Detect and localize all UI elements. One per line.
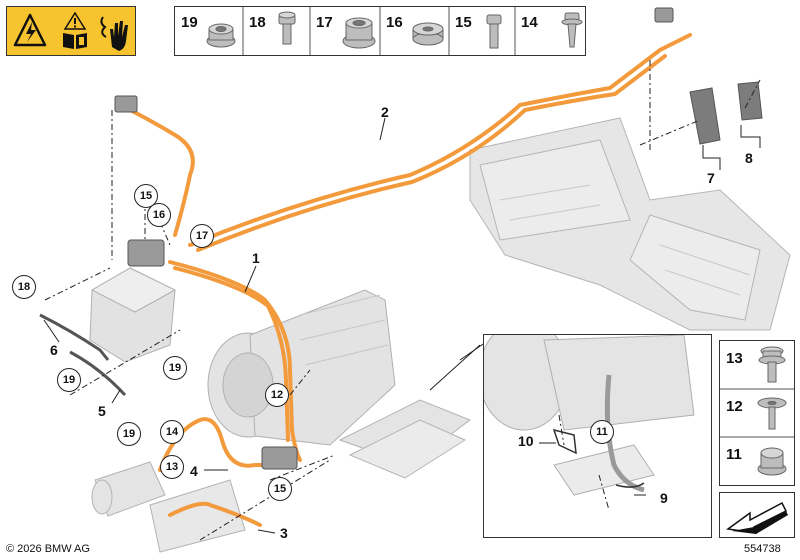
arrow-icon [726,501,788,534]
callout-18: 18 [12,275,36,299]
warning-symbols [6,6,136,56]
detail-bracket [552,428,645,488]
flange-bolt-icon [758,346,786,383]
callout-12: 12 [265,383,289,407]
high-voltage-warning-icon [13,13,47,47]
small-parts-strip-right: 13 12 11 [719,340,795,486]
part-number-15: 15 [455,14,472,31]
hex-nut-icon [412,22,444,46]
part-label-10: 10 [518,433,534,449]
washer-screw-icon [757,397,787,430]
callout-19: 19 [117,422,141,446]
electric-motor [91,399,472,553]
callout-19: 19 [57,368,81,392]
callout-15: 15 [268,477,292,501]
callout-19: 19 [163,356,187,380]
part-label-6: 6 [50,342,58,358]
small-parts-strip-top: 19 18 17 16 15 14 [174,6,586,56]
part-number-11: 11 [726,446,742,463]
detail-inset [483,334,712,538]
no-touch-hand-icon [100,16,128,51]
part-number-19: 19 [181,14,198,31]
hex-screw-icon [486,14,502,49]
part-label-4: 4 [190,463,198,479]
part-number-14: 14 [521,14,538,31]
large-flange-nut-icon [342,17,376,49]
part-label-7: 7 [707,170,715,186]
part-label-9: 9 [660,490,668,506]
callout-14: 14 [160,420,184,444]
diagram-number: 554738 [744,543,781,555]
callout-13: 13 [160,455,184,479]
read-manual-icon [63,11,87,49]
stud-bolt-icon [561,12,583,48]
part-number-18: 18 [249,14,266,31]
legend-arrow-box [719,492,795,538]
part-number-12: 12 [726,398,743,415]
copyright-notice: © 2026 BMW AG [6,543,90,555]
callout-16: 16 [147,203,171,227]
flange-nut-icon [757,447,787,476]
transmission [207,289,396,446]
part-number-16: 16 [386,14,403,31]
connectors [39,7,763,470]
flange-nut-icon [206,23,236,48]
callout-11: 11 [590,420,614,444]
part-label-5: 5 [98,403,106,419]
strip-dividers [242,7,516,55]
part-label-1: 1 [252,250,260,266]
callout-17: 17 [190,224,214,248]
battery-pack [469,117,791,331]
part-label-2: 2 [381,104,389,120]
part-label-3: 3 [280,525,288,541]
part-label-8: 8 [745,150,753,166]
part-number-13: 13 [726,350,743,367]
junction-box [89,267,177,363]
detail-transmission [484,335,695,496]
label-lines [43,117,761,534]
detail-cable [604,374,645,493]
hv-cables [128,33,692,527]
part-number-17: 17 [316,14,333,31]
short-bolt-icon [278,11,296,45]
